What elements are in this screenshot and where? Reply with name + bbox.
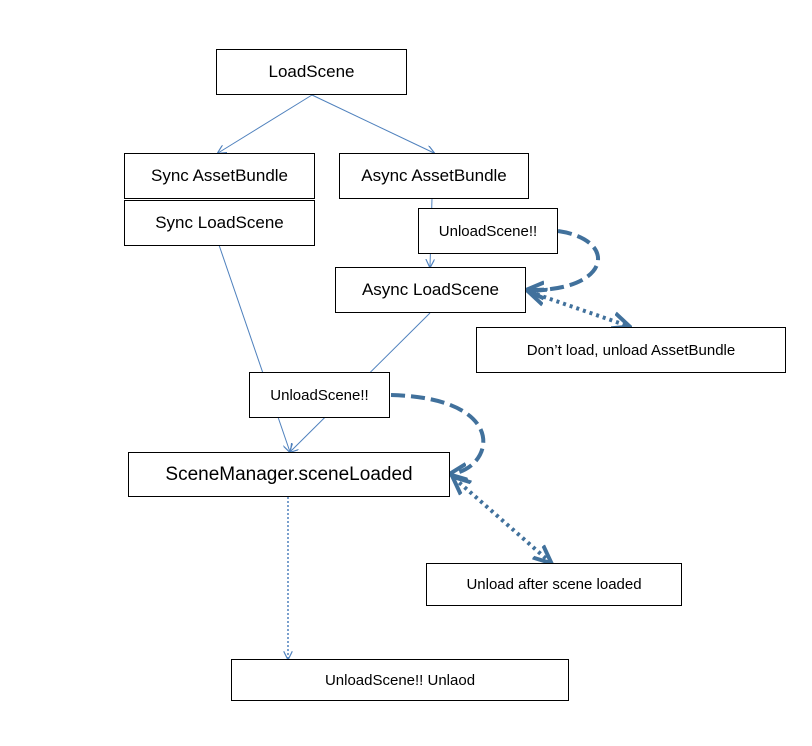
node-dont-load-unload: Don’t load, unload AssetBundle [476, 327, 786, 373]
arrow-loadscene-to-async [311, 94, 434, 153]
node-async-loadscene: Async LoadScene [335, 267, 526, 313]
node-sync-assetbundle: Sync AssetBundle [124, 153, 315, 199]
node-async-assetbundle: Async AssetBundle [339, 153, 529, 199]
curve-unload-2 [390, 393, 486, 474]
node-unload-scene-final: UnloadScene!! Unlaod [231, 659, 569, 701]
node-loadscene: LoadScene [216, 49, 407, 95]
node-scene-manager-scene-loaded: SceneManager.sceneLoaded [128, 452, 450, 497]
node-unload-after-scene-loaded: Unload after scene loaded [426, 563, 682, 606]
arrow-loadscene-to-sync [218, 94, 313, 153]
dotted-arrow-async-load-to-dont-load [530, 292, 628, 326]
node-sync-loadscene: Sync LoadScene [124, 200, 315, 246]
dotted-arrow-scene-loaded-to-unload-after [454, 478, 550, 562]
arrow-sync-load-to-scene-loaded [218, 244, 290, 452]
node-unload-scene-1: UnloadScene!! [418, 208, 558, 254]
node-unload-scene-2: UnloadScene!! [249, 372, 390, 418]
